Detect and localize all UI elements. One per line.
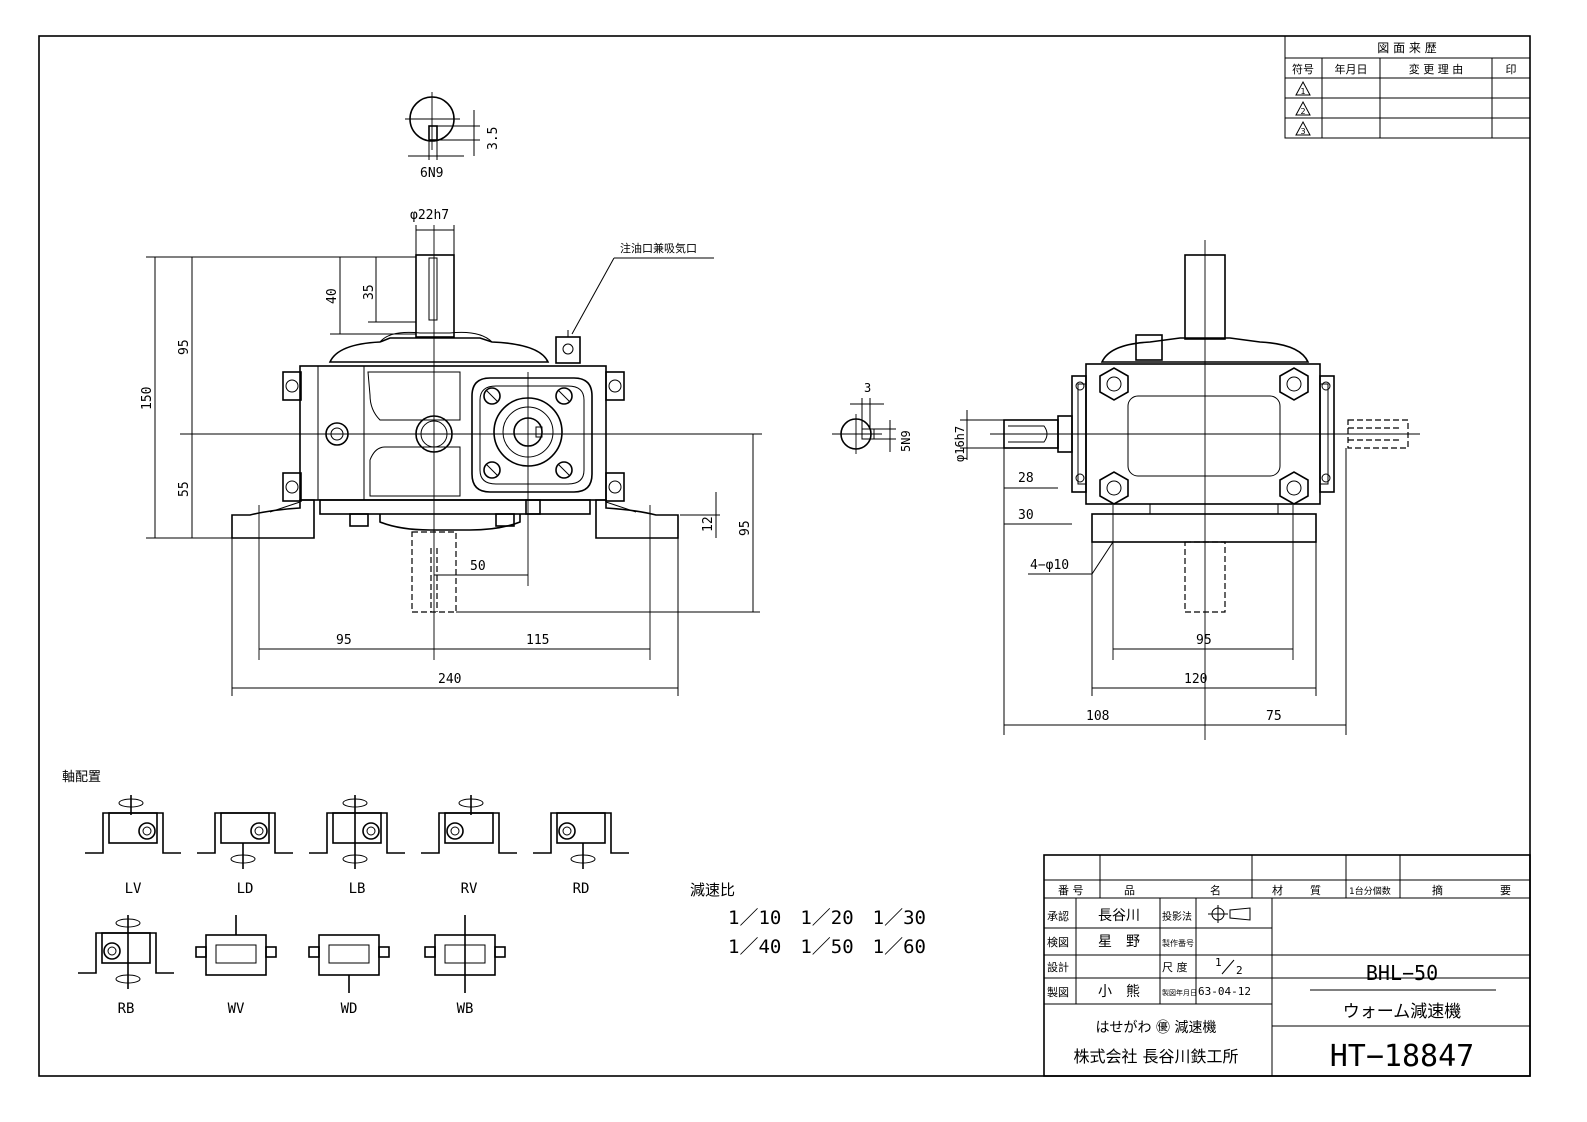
tb-projection-label: 投影法 [1162, 910, 1192, 923]
shaft-layout-title: 軸配置 [62, 770, 101, 785]
dim-12: 12 [701, 516, 716, 532]
tb-date-label: 製図年月日 [1162, 988, 1197, 997]
revision-mark-1: 1 [1295, 80, 1311, 96]
dim-side-108: 108 [1086, 709, 1109, 724]
dim-small-key-width: 5N9 [899, 430, 913, 452]
tb-product-name: ウォーム減速機 [1343, 1002, 1462, 1022]
dim-small-key-depth: 3 [864, 381, 871, 395]
svg-text:2: 2 [1300, 107, 1305, 116]
tb-header-remark-2: 要 [1500, 884, 1511, 897]
dim-50: 50 [470, 559, 486, 574]
dim-key-width: 6N9 [420, 166, 443, 181]
arrangement-lv: LV [85, 795, 181, 897]
dim-95-right: 95 [738, 520, 753, 536]
arrangement-label-ld: LD [237, 881, 254, 897]
revision-header-reason: 変 更 理 由 [1409, 62, 1464, 76]
side-view-dimensions: φ16h7 28 30 4−φ10 95 120 108 75 [953, 410, 1347, 735]
dim-side-120: 120 [1184, 672, 1207, 687]
arrangement-label-wb: WB [457, 1001, 474, 1017]
tb-header-number: 番 号 [1058, 884, 1084, 897]
ratio-title: 減速比 [690, 881, 735, 899]
dim-key-height: 3.5 [486, 127, 501, 150]
dim-35: 35 [362, 284, 377, 300]
tb-company: 株式会社 長谷川鉄工所 [1073, 1047, 1238, 1066]
sheet-border [38, 35, 1531, 1077]
dim-40: 40 [325, 288, 340, 304]
dim-side-75: 75 [1266, 709, 1282, 724]
arrangement-label-wv: WV [228, 1001, 245, 1017]
tb-draw-label: 製図 [1047, 985, 1069, 999]
tb-brand-line: はせがわ ㊝ 減速機 [1096, 1019, 1217, 1036]
dim-95-upper: 95 [177, 339, 192, 355]
ratio-line-1: 1／10 1／20 1／30 [728, 907, 926, 929]
svg-text:1: 1 [1300, 87, 1305, 96]
arrangement-label-rd: RD [573, 881, 590, 897]
tb-scale-num: 1 [1215, 956, 1222, 969]
dim-240: 240 [438, 672, 461, 687]
tb-approve-label: 承認 [1047, 909, 1069, 923]
arrangement-label-lv: LV [125, 881, 142, 897]
dim-55: 55 [177, 481, 192, 497]
tb-scale-den: 2 [1236, 964, 1243, 977]
tb-header-name-1: 品 [1124, 884, 1135, 897]
arrangement-label-lb: LB [349, 881, 366, 897]
tb-approve-name: 長谷川 [1098, 908, 1140, 924]
revision-table: 図 面 来 歴 符号 年月日 変 更 理 由 印 1 2 3 [1284, 35, 1531, 139]
dim-side-95: 95 [1196, 633, 1212, 648]
tb-date-value: 63-04-12 [1198, 985, 1251, 998]
tb-model: BHL−50 [1366, 961, 1438, 985]
revision-header-mark: 符号 [1292, 63, 1314, 76]
arrangement-lb: LB [309, 795, 405, 897]
tb-header-remark-1: 摘 [1432, 883, 1443, 897]
arrangement-label-rv: RV [461, 881, 478, 897]
arrangement-ld: LD [197, 812, 293, 897]
revision-mark-3: 3 [1295, 120, 1311, 136]
revision-header-date: 年月日 [1335, 62, 1368, 76]
side-view [990, 240, 1420, 740]
arrangement-rv: RV [421, 795, 517, 897]
arrangement-rd: RD [533, 812, 629, 897]
ratio-line-2: 1／40 1／50 1／60 [728, 936, 926, 958]
dim-holes: 4−φ10 [1030, 558, 1069, 573]
tb-drawing-number: HT−18847 [1330, 1039, 1475, 1074]
tb-draw-name: 小 熊 [1098, 984, 1140, 1000]
dim-30: 30 [1018, 508, 1034, 523]
tb-scale-label: 尺 度 [1162, 960, 1188, 974]
tb-header-name-2: 名 [1210, 883, 1221, 897]
tb-header-qty: 1台分個数 [1349, 885, 1391, 897]
tb-header-material-1: 材 [1272, 883, 1283, 897]
svg-text:3: 3 [1300, 127, 1305, 136]
tb-design-label: 設計 [1047, 960, 1069, 974]
tb-check-name: 星 野 [1098, 934, 1140, 950]
arrangement-wd: WD [308, 934, 390, 1017]
projection-symbol-icon [1208, 905, 1251, 923]
tb-header-material-2: 質 [1310, 883, 1321, 897]
front-view-dimensions: φ22h7 40 35 95 150 55 12 95 50 95 115 [140, 208, 760, 696]
arrangement-label-rb: RB [118, 1001, 135, 1017]
revision-header-seal: 印 [1506, 63, 1517, 76]
front-view [180, 225, 762, 660]
revision-title: 図 面 来 歴 [1377, 41, 1436, 55]
tb-prod-no-label: 製作番号 [1162, 938, 1194, 948]
tb-check-label: 検図 [1047, 935, 1069, 949]
input-key-section: 3 5N9 [832, 381, 913, 454]
title-block: 番 号 品 名 材 質 1台分個数 摘 要 承認 長谷川 投影法 検図 星 野 … [1043, 854, 1531, 1077]
arrangement-wv: WV [195, 915, 277, 1017]
dim-28: 28 [1018, 471, 1034, 486]
arrangement-label-wd: WD [341, 1001, 358, 1017]
arrangement-rb: RB [78, 915, 174, 1017]
oil-port-note: 注油口兼吸気口 [620, 241, 697, 255]
dim-output-shaft: φ22h7 [410, 208, 449, 223]
dim-115: 115 [526, 633, 549, 648]
dim-95-base: 95 [336, 633, 352, 648]
dim-150: 150 [140, 387, 155, 410]
revision-mark-2: 2 [1295, 100, 1311, 116]
dim-input-shaft: φ16h7 [953, 426, 967, 462]
arrangement-wb: WB [424, 915, 506, 1017]
output-key-section: 3.5 6N9 [405, 92, 501, 181]
